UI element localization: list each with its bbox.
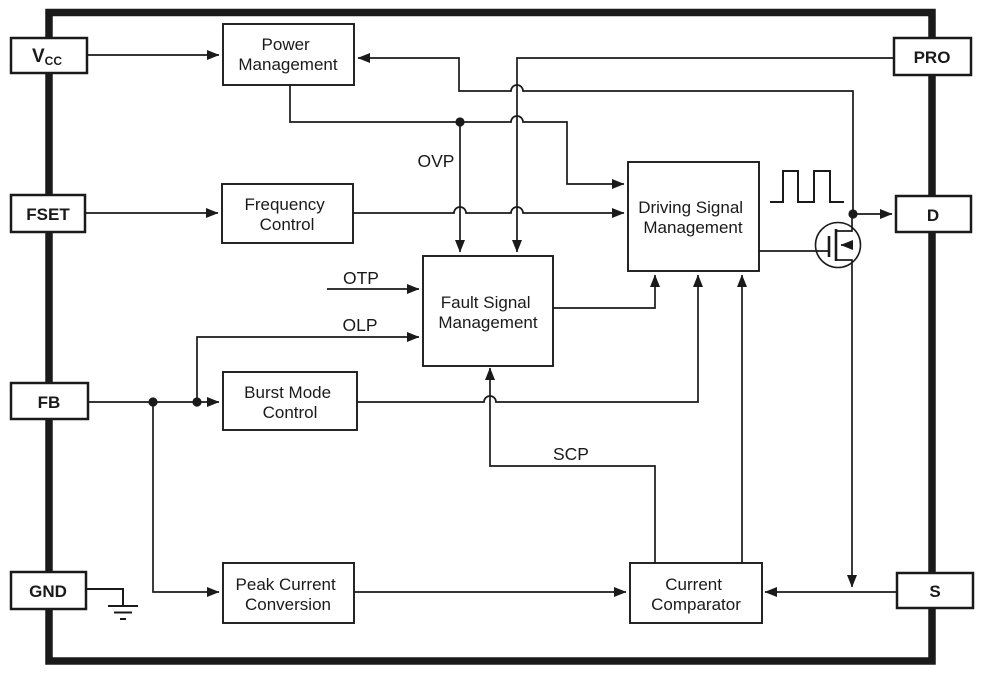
pin-label: PRO bbox=[914, 48, 951, 67]
block-label: Power bbox=[262, 35, 311, 54]
block-label: Current bbox=[665, 575, 722, 594]
svg-text:VCC: VCC bbox=[32, 46, 62, 68]
ic-boundary bbox=[45, 8, 936, 665]
pin-vcc: VCC bbox=[9, 36, 89, 75]
wire-burst-to-driving bbox=[357, 274, 703, 403]
pin-d: D bbox=[894, 194, 973, 234]
svg-text:Power Management: Power Management bbox=[238, 35, 338, 74]
wire-olp-to-fault bbox=[196, 332, 420, 402]
wire-power-to-driving bbox=[289, 85, 625, 189]
mosfet-body-circle bbox=[814, 221, 862, 269]
pin-label: FSET bbox=[26, 205, 70, 224]
block-label: Burst Mode bbox=[244, 383, 331, 402]
ovp-label: OVP bbox=[418, 151, 455, 171]
pin-label: V bbox=[32, 46, 45, 67]
block-label: Comparator bbox=[651, 595, 741, 614]
block-label: Control bbox=[260, 215, 315, 234]
block-label: Management bbox=[238, 55, 338, 74]
block-label: Conversion bbox=[245, 595, 331, 614]
block-burst-mode-control: Burst Mode Control bbox=[222, 371, 358, 431]
pin-pro: PRO bbox=[892, 36, 973, 77]
wire-mosfet-drain-stub bbox=[836, 214, 853, 232]
pin-label: FB bbox=[38, 393, 61, 412]
block-current-comparator: Current Comparator bbox=[629, 562, 763, 624]
junction-dot-ovp bbox=[455, 117, 465, 127]
pin-label-subscript: CC bbox=[45, 54, 63, 68]
block-label: Management bbox=[643, 218, 743, 237]
mosfet-symbol bbox=[814, 221, 862, 269]
wire-drain-to-power bbox=[357, 53, 854, 214]
pin-gnd: GND bbox=[9, 570, 88, 611]
svg-text:Driving Signal Managemen: Driving Signal Management bbox=[638, 198, 748, 237]
block-label: Fault Signal bbox=[441, 293, 531, 312]
otp-label: OTP bbox=[343, 268, 379, 288]
olp-label: OLP bbox=[342, 315, 377, 335]
pwm-waveform-icon bbox=[770, 170, 844, 203]
pin-fset: FSET bbox=[9, 193, 87, 234]
wire-scp-to-fault bbox=[485, 367, 656, 563]
pin-label: S bbox=[929, 582, 940, 601]
junction-dot-drain bbox=[848, 209, 858, 219]
block-label: Control bbox=[263, 403, 318, 422]
block-driving-signal-management: Driving Signal Management bbox=[627, 161, 760, 272]
block-power-management: Power Management bbox=[222, 23, 355, 86]
svg-text:Peak Current Conversion: Peak Current Conversion bbox=[236, 575, 341, 614]
wires bbox=[85, 50, 897, 597]
block-frequency-control: Frequency Control bbox=[221, 183, 354, 244]
wire-source-to-s-line bbox=[836, 259, 857, 588]
wire-fb-to-peak-current bbox=[152, 402, 220, 597]
wire-frequency-to-driving bbox=[353, 206, 625, 218]
svg-text:Burst Mode Control: Burst Mode Control bbox=[244, 383, 336, 422]
wire-fault-to-driving bbox=[553, 274, 660, 309]
ground-icon bbox=[86, 588, 138, 620]
pin-s: S bbox=[895, 571, 975, 610]
block-label: Frequency bbox=[244, 195, 325, 214]
junction-dot-fb-1 bbox=[148, 397, 158, 407]
svg-text:Fault Signal Management: Fault Signal Management bbox=[438, 293, 538, 332]
block-fault-signal-management: Fault Signal Management bbox=[422, 255, 554, 367]
pin-label: D bbox=[927, 206, 939, 225]
pin-fb: FB bbox=[9, 381, 90, 421]
wire-pro-to-fault bbox=[512, 57, 894, 253]
block-label: Peak Current bbox=[236, 575, 336, 594]
block-label: Management bbox=[438, 313, 538, 332]
svg-text:Current Comparator: Current Comparator bbox=[651, 575, 741, 614]
junction-dot-fb-2 bbox=[192, 397, 202, 407]
block-peak-current-conversion: Peak Current Conversion bbox=[222, 562, 355, 624]
scp-label: SCP bbox=[553, 444, 589, 464]
block-label: Driving Signal bbox=[638, 198, 743, 217]
svg-text:Frequency Control: Frequency Control bbox=[244, 195, 329, 234]
pin-label: GND bbox=[29, 582, 67, 601]
